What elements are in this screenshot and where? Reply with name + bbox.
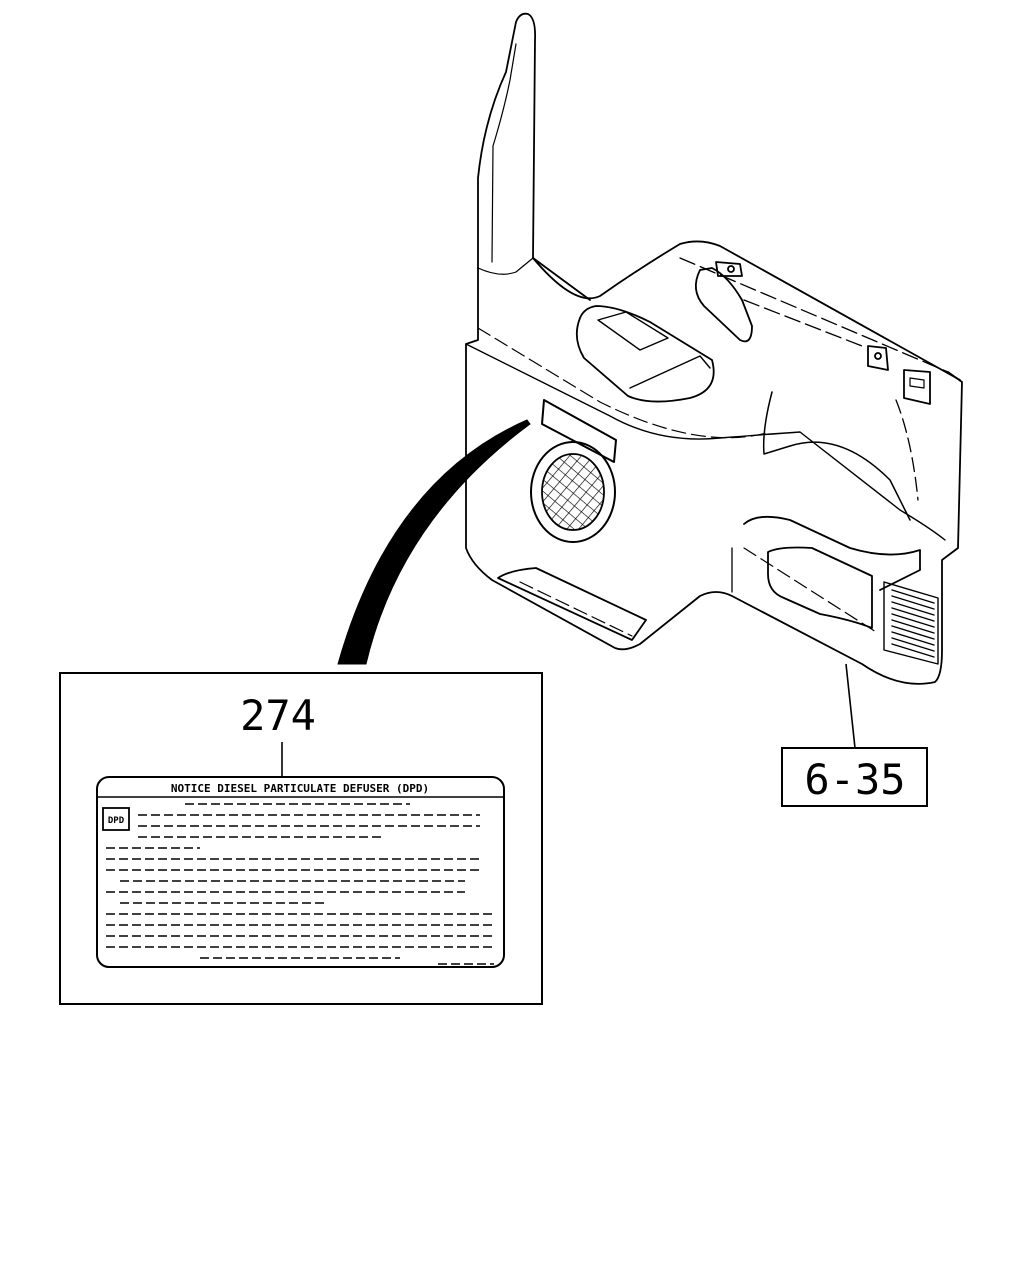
clip-hole-1 [727, 265, 735, 273]
pull-cup [694, 267, 753, 343]
clip-2 [867, 345, 889, 371]
door-pocket [743, 515, 921, 591]
speaker-grille [542, 454, 604, 530]
ref-callout: 6-35 [781, 663, 928, 807]
map-pocket [497, 567, 647, 641]
dpd-notice-label: NOTICE DIESEL PARTICULATE DEFUSER (DPD) … [96, 776, 505, 968]
notice-title: NOTICE DIESEL PARTICULATE DEFUSER (DPD) [171, 782, 429, 795]
upper-panel-top [532, 240, 961, 381]
dpd-badge: DPD [108, 816, 125, 826]
speaker-bezel [530, 441, 616, 543]
panel-left-edge [465, 267, 963, 685]
label-detail-box: 274 NOTICE DIESEL PARTICULATE DEFUSER (D… [59, 672, 543, 1005]
label-leader-arc [337, 419, 531, 665]
door-trim-panel [465, 12, 963, 685]
clip-1 [715, 261, 743, 277]
part-number-274: 274 [240, 691, 316, 740]
label-location [541, 399, 617, 463]
window-pillar [477, 12, 591, 301]
placeholder-text-lines [106, 803, 495, 965]
vent-grille [883, 581, 939, 665]
lower-recess [762, 391, 911, 521]
window-pillar-inner [491, 43, 517, 263]
handle-pocket [575, 305, 715, 403]
clip-3 [903, 369, 931, 405]
dpd-badge-frame [102, 807, 130, 831]
part-number-6-35: 6-35 [804, 755, 905, 804]
